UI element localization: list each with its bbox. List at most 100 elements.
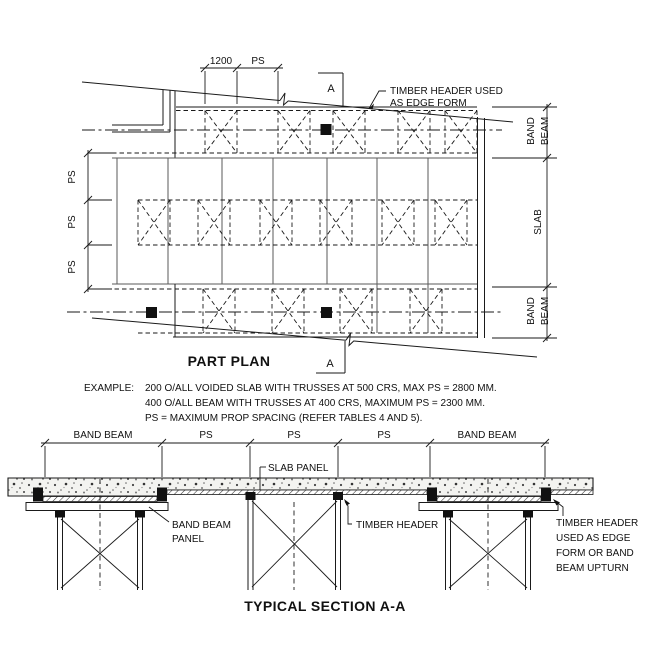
band-beam-label-vertical: BAND [526,297,537,325]
truss-panel-line [204,110,238,154]
note-line: TIMBER HEADER USED [390,86,503,97]
truss-panel-line [319,199,353,246]
prop-marker [146,307,157,318]
section-marker-bottom: A [316,341,346,374]
section-dimension: BAND BEAM PS PS PS BAND BEAM [40,430,550,477]
truss-panel-line [444,110,478,154]
plan-right-dimension: BAND BEAM SLAB BAND BEAM [492,102,557,343]
ledger-beam [25,502,169,511]
slab-truss-panels [137,199,468,246]
dim-tick [157,438,167,448]
section-letter: A [327,83,335,95]
dim-tick [273,63,283,73]
timber-header-block [245,492,256,500]
timber-header-block [33,487,43,502]
plan-step-detail [112,90,171,133]
truss-panel-line [381,199,415,246]
dim-ps: PS [287,430,301,441]
plan-left-dimension: PS PS PS [67,148,112,294]
timber-header-block [157,487,167,502]
top-band-beam [112,91,485,338]
leader-arrowhead [344,499,350,506]
dim-tick [40,438,50,448]
slab-zone [112,157,477,333]
slab-panel [550,489,594,495]
dim-tick [200,63,210,73]
section-letter: A [326,358,334,370]
dim-tick [425,438,435,448]
dim-tick [245,438,255,448]
truss-panel-line [137,199,171,246]
example-line: 200 O/ALL VOIDED SLAB WITH TRUSSES AT 50… [145,383,497,394]
timber-header-edge-form-label: TIMBER HEADER USED AS EDGE FORM OR BAND … [553,499,638,574]
band-beam-panel-text: BAND BEAM [172,520,231,531]
slab-label-vertical: SLAB [533,209,544,235]
dim-ps: PS [377,430,391,441]
truss-panel-line [339,288,373,334]
bottom-band-truss-panels [202,288,443,334]
timber-header-label: TIMBER HEADER [344,499,438,531]
band-beam-panel-label: BAND BEAM PANEL [148,506,231,545]
truss-panel-line [409,288,443,334]
timber-header-block [427,487,437,502]
truss-panel-line [197,199,231,246]
slab-panel-label: SLAB PANEL [259,463,329,490]
leader-arrowhead [553,499,560,506]
truss-panel-line [381,199,415,246]
truss-panel-line [434,199,468,246]
dim-ps: PS [199,430,213,441]
prop-marker [320,124,332,135]
band-beam-panel [436,496,542,502]
truss-panel-line [137,199,171,246]
dim-band-beam: BAND BEAM [74,430,133,441]
ps-label-vertical: PS [67,170,78,184]
truss-panel-line [339,288,373,334]
prop-marker [321,307,332,318]
truss-panel-line [202,288,236,334]
truss-panel-line [259,199,293,246]
dim-tick [540,438,550,448]
edge-form-text: BEAM UPTURN [556,563,629,574]
section-marker-top: A [318,72,344,106]
dim-1200-label: 1200 [210,56,233,67]
edge-form-text: USED AS EDGE [556,533,631,544]
truss-panel-line [259,199,293,246]
support-tower-left [55,479,145,590]
example-label: EXAMPLE: [84,383,134,394]
edge-form-text: FORM OR BAND [556,548,634,559]
ps-label-vertical: PS [67,260,78,274]
dim-ps-label: PS [251,56,265,67]
truss-panel-line [277,110,311,154]
band-beam-label-vertical: BAND [526,117,537,145]
timber-header-text: TIMBER HEADER [356,520,438,531]
dim-tick [333,438,343,448]
truss-panel-line [409,288,443,334]
break-symbol [279,92,289,107]
part-plan-title: PART PLAN [188,353,271,369]
edge-form-note: TIMBER HEADER USED AS EDGE FORM [368,86,503,110]
truss-panel-line [197,199,231,246]
example-line: PS = MAXIMUM PROP SPACING (REFER TABLES … [145,413,422,424]
truss-panel-line [319,199,353,246]
slab-panel-text: SLAB PANEL [268,463,329,474]
dim-band-beam: BAND BEAM [458,430,517,441]
typical-section-drawing: BAND BEAM PS PS PS BAND BEAM [7,430,638,614]
band-beam-label-vertical: BEAM [540,297,551,325]
note-line: AS EDGE FORM [390,98,467,109]
band-beam-label-vertical: BEAM [540,117,551,145]
support-tower-right [443,479,533,590]
part-plan-drawing: 1200 PS A A PS PS PS [67,56,557,374]
dim-tick [232,63,242,73]
slab-panel [166,489,428,495]
plan-top-edge-line [81,81,514,123]
band-beam-panel-text: PANEL [172,534,204,545]
leader-arrowhead [369,103,374,110]
truss-panel-line [434,199,468,246]
bottom-band-beam [107,284,477,338]
edge-form-text: TIMBER HEADER [556,518,638,529]
truss-panel-line [397,110,431,154]
truss-panel-line [332,110,366,154]
